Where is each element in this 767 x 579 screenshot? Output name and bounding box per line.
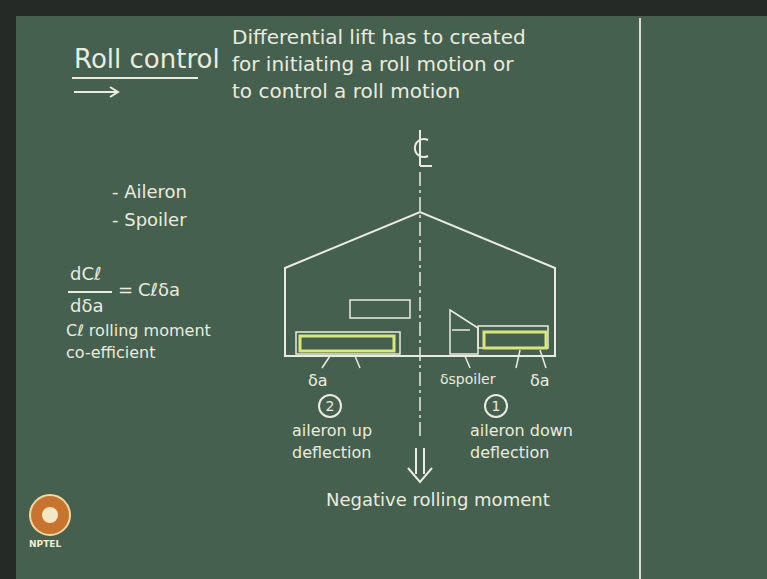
fraction-bar xyxy=(68,291,112,293)
spoiler xyxy=(350,300,410,318)
logo-text: NPTEL xyxy=(29,538,61,550)
arrow-head xyxy=(110,87,118,97)
nptel-logo xyxy=(42,507,58,523)
formula-part: = xyxy=(118,278,133,302)
callout-text: aileron up deflection xyxy=(292,420,402,463)
spoiler xyxy=(450,310,478,354)
list-item: - Aileron xyxy=(112,180,187,204)
wing-outline xyxy=(285,212,555,356)
aileron-outline xyxy=(296,332,400,354)
formula-part: dCℓ xyxy=(70,262,101,286)
arrow xyxy=(74,91,118,93)
note: Differential lift has to created for ini… xyxy=(232,24,532,105)
callout-text: aileron down deflection xyxy=(470,420,580,463)
leader-lines xyxy=(322,350,546,368)
dimension-label: δa xyxy=(530,370,550,392)
aileron-highlight xyxy=(300,336,394,351)
aileron-outline xyxy=(478,326,548,348)
board-title: Roll control xyxy=(74,42,220,77)
down-arrow xyxy=(408,448,432,482)
formula-part: Cℓδa xyxy=(138,278,180,302)
nptel-logo xyxy=(30,495,70,535)
definition: Cℓ rolling moment co-efficient xyxy=(66,320,216,363)
deflection-mark xyxy=(452,329,470,331)
callout-number: 2 xyxy=(318,394,342,418)
board-divider xyxy=(639,18,641,579)
aileron-highlight xyxy=(484,332,546,348)
formula-part: dδa xyxy=(70,294,103,318)
callout-number: 1 xyxy=(484,394,508,418)
list-item: - Spoiler xyxy=(112,208,187,232)
board-surface xyxy=(16,16,767,579)
dimension-label: δa xyxy=(308,370,328,392)
underline xyxy=(72,77,198,79)
dimension-label: δspoiler xyxy=(440,370,495,389)
centerline-symbol xyxy=(415,130,432,166)
note: Negative rolling moment xyxy=(326,488,550,512)
